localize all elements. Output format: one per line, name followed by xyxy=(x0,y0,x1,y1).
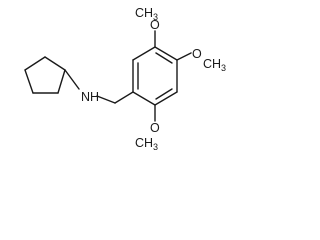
methyl-label-top: CH xyxy=(135,6,153,20)
hydrogen-label: H xyxy=(90,90,99,104)
nh-label: N H xyxy=(81,90,99,104)
ring-bond xyxy=(132,91,156,106)
structure-figure: N H O CH 3 O CH 3 O CH 3 xyxy=(24,6,226,152)
ring-bond xyxy=(132,46,156,61)
c-n-bond xyxy=(64,69,80,90)
methyl-subscript-right: 3 xyxy=(221,63,226,73)
double-bond-inner xyxy=(155,52,173,64)
ring-bond xyxy=(57,69,66,94)
benzene-ring xyxy=(132,46,178,106)
ring-bond xyxy=(24,69,34,94)
double-bond-inner xyxy=(155,88,173,100)
methyl-label-right: CH xyxy=(203,57,221,71)
ring-bond xyxy=(154,46,178,61)
ch2-ring-bond xyxy=(114,91,134,104)
methyl-label-bottom: CH xyxy=(135,136,153,150)
methoxy-bottom: O CH 3 xyxy=(135,121,160,152)
methoxy-top: O CH 3 xyxy=(135,6,160,32)
oxygen-label-top: O xyxy=(150,18,160,32)
cyclopentyl-ring xyxy=(24,56,66,94)
methyl-subscript-top: 3 xyxy=(153,12,158,22)
oxygen-label-right: O xyxy=(192,47,202,61)
ring-bond xyxy=(24,56,46,71)
nitrogen-label: N xyxy=(81,90,90,104)
ring-bond xyxy=(44,56,66,71)
n-ch2-bond xyxy=(96,95,116,104)
methyl-subscript-bottom: 3 xyxy=(153,142,158,152)
ring-bond xyxy=(154,91,178,106)
c-o-bond-right xyxy=(176,52,192,61)
molecule-diagram: N H O CH 3 O CH 3 O CH 3 xyxy=(24,6,226,152)
methoxy-right: O CH 3 xyxy=(192,47,226,73)
oxygen-label-bottom: O xyxy=(150,121,160,135)
